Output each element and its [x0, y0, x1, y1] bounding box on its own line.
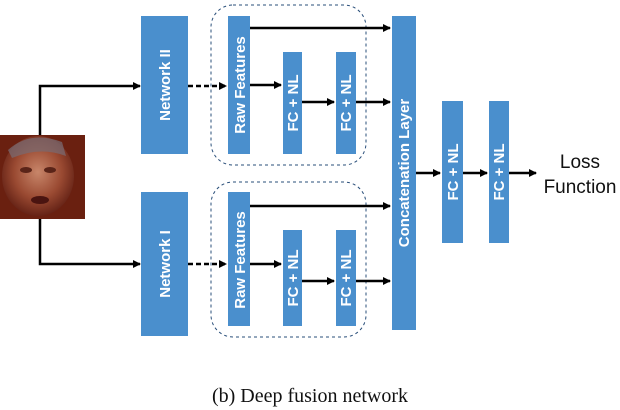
fc-out-2-label: FC + NL: [491, 143, 508, 200]
network-top-block: [141, 16, 188, 154]
function-label: Function: [544, 177, 617, 198]
network-top-label: Network II: [157, 49, 174, 121]
top-feature-group: [210, 4, 367, 166]
raw-features-bottom-label: Raw Features: [232, 211, 249, 309]
face-to-network-bottom-arrow: [38, 219, 141, 268]
fc-top-2-block: [336, 52, 356, 154]
fc-out-1-label: FC + NL: [445, 143, 462, 200]
fc-top-2-label: FC + NL: [338, 74, 355, 131]
connections: [38, 24, 537, 285]
fc-top-1-block: [283, 52, 302, 154]
fc-bottom-1-block: [283, 230, 302, 326]
block-labels: Network II Network I Raw Features Raw Fe…: [157, 36, 508, 309]
network-bottom-block: [141, 192, 188, 336]
blocks: [141, 16, 509, 336]
loss-label: Loss: [560, 152, 600, 173]
raw-features-top-label: Raw Features: [232, 36, 249, 134]
fc-out-1-block: [442, 101, 463, 243]
raw-features-top-block: [228, 16, 250, 154]
fc-top-1-label: FC + NL: [285, 74, 302, 131]
fc-bottom-2-block: [336, 230, 356, 326]
bottom-feature-group: [210, 181, 367, 338]
raw-features-bottom-block: [228, 192, 250, 326]
fc-out-2-block: [489, 101, 509, 243]
fc-bottom-1-label: FC + NL: [285, 249, 302, 306]
concatenation-layer-block: [392, 16, 416, 330]
face-to-network-top-arrow: [38, 82, 141, 135]
face-image: [0, 135, 85, 219]
fc-bottom-2-label: FC + NL: [338, 249, 355, 306]
concatenation-layer-label: Concatenation Layer: [396, 99, 413, 248]
network-bottom-label: Network I: [157, 230, 174, 298]
figure-caption: (b) Deep fusion network: [212, 385, 408, 407]
